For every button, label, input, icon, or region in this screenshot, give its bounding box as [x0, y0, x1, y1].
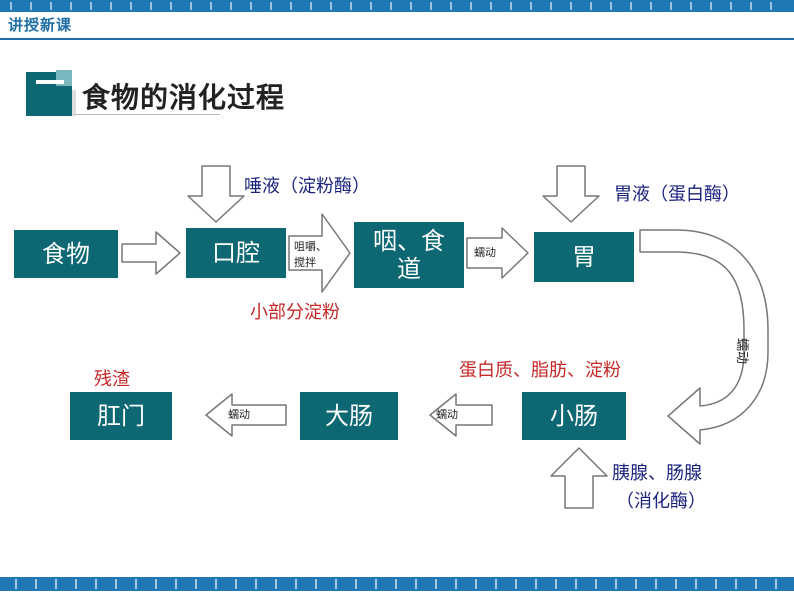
- title-badge: [26, 70, 76, 116]
- label-peristalsis-pharynx: 蠕动: [474, 246, 496, 259]
- label-chew-line2: 搅拌: [294, 256, 316, 269]
- label-chew-line1: 咀嚼、: [294, 240, 327, 253]
- node-small-intestine: 小肠: [522, 392, 626, 440]
- node-pharynx-label: 咽、食道: [373, 227, 445, 283]
- label-mouth-digest: 小部分淀粉: [250, 302, 340, 323]
- label-peristalsis-large-anus: 蠕动: [228, 408, 250, 421]
- label-pancreas-line1: 胰腺、肠腺: [612, 463, 702, 484]
- page-title: 食物的消化过程: [82, 81, 286, 114]
- arrow-pancreas-up: [550, 447, 608, 509]
- top-decorative-bar: [0, 0, 794, 12]
- label-peristalsis-small-large: 蠕动: [436, 408, 458, 421]
- node-food: 食物: [14, 230, 118, 278]
- section-label: 讲授新课: [8, 16, 73, 34]
- bottom-decorative-bar: [0, 573, 794, 596]
- label-residue: 残渣: [94, 369, 130, 390]
- node-pharynx-esophagus: 咽、食道: [354, 222, 464, 288]
- label-small-intestine-digest: 蛋白质、脂肪、淀粉: [459, 360, 621, 381]
- arrow-large-to-anus: [205, 393, 287, 437]
- arrow-pharynx-to-stomach: [466, 227, 529, 279]
- label-gastric: 胃液（蛋白酶）: [614, 184, 740, 205]
- label-pancreas-line2: （消化酶）: [616, 491, 706, 512]
- node-stomach: 胃: [534, 232, 634, 282]
- arrow-small-to-large: [429, 393, 493, 437]
- node-anus: 肛门: [70, 392, 172, 440]
- arrow-food-to-mouth: [121, 231, 181, 275]
- arrow-saliva-down: [187, 165, 245, 223]
- node-large-intestine: 大肠: [300, 392, 398, 440]
- title-number: 一: [36, 80, 64, 84]
- title-underline: [74, 114, 220, 115]
- arrow-gastric-down: [542, 165, 600, 223]
- label-saliva: 唾液（淀粉酶）: [244, 176, 370, 197]
- arrow-mouth-to-pharynx: [288, 213, 351, 293]
- node-mouth: 口腔: [186, 228, 286, 278]
- header-divider: [0, 38, 794, 40]
- label-peristalsis-curve: 蠕动: [734, 338, 749, 365]
